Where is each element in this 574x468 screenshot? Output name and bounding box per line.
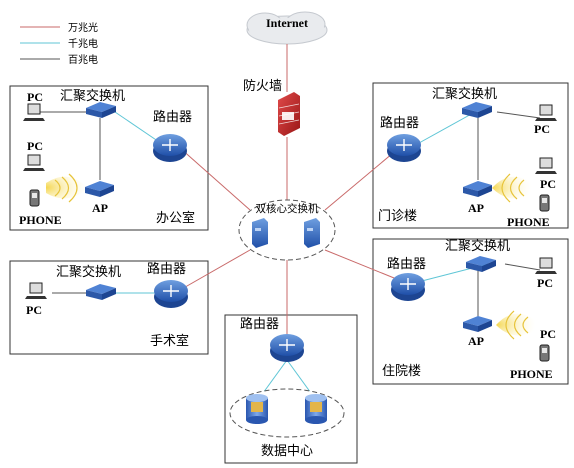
clinic-phone-label: PHONE bbox=[507, 215, 550, 229]
office-router-label: 路由器 bbox=[153, 109, 192, 125]
core-switch-left-icon bbox=[252, 218, 268, 248]
clinic-box bbox=[372, 82, 569, 229]
inpatient-ap-label: AP bbox=[468, 334, 484, 348]
office-ap-icon bbox=[85, 181, 114, 197]
office-phone-label: PHONE bbox=[19, 213, 62, 227]
office-box bbox=[9, 85, 209, 231]
datacenter-router-icon bbox=[270, 334, 304, 362]
datacenter-router-label: 路由器 bbox=[240, 316, 279, 332]
clinic-pc2-label: PC bbox=[540, 177, 556, 191]
legend: 万兆光 千兆电 百兆电 bbox=[20, 21, 98, 66]
inpatient-ap-icon bbox=[463, 316, 492, 332]
clinic-switch-label: 汇聚交换机 bbox=[432, 86, 497, 102]
surgery-switch-icon bbox=[86, 284, 116, 300]
surgery-router-icon bbox=[154, 280, 188, 308]
clinic-switch-icon bbox=[462, 102, 492, 118]
inpatient-pc1-label: PC bbox=[537, 276, 553, 290]
legend-label-fiber: 万兆光 bbox=[68, 21, 98, 34]
clinic-router-icon bbox=[387, 134, 421, 162]
surgery-pc1-label: PC bbox=[26, 303, 42, 317]
storage-right-icon bbox=[305, 394, 327, 424]
office-pc1-label: PC bbox=[27, 90, 43, 104]
inpatient-router-icon bbox=[391, 273, 425, 301]
inpatient-wifi-signal bbox=[496, 310, 536, 340]
office-wifi-signal bbox=[46, 173, 88, 203]
clinic-title: 门诊楼 bbox=[378, 209, 417, 224]
internet-label: Internet bbox=[266, 16, 308, 30]
office-phone-icon bbox=[29, 189, 40, 207]
legend-label-gigabit: 千兆电 bbox=[68, 37, 98, 50]
storage-left-icon bbox=[246, 394, 268, 424]
firewall-label: 防火墙 bbox=[243, 78, 282, 94]
surgery-box bbox=[9, 260, 209, 355]
firewall-icon bbox=[278, 92, 300, 136]
clinic-ap-icon bbox=[463, 181, 492, 197]
clinic-phone-icon bbox=[539, 194, 550, 212]
core-switch-label: 双核心交换机 bbox=[256, 202, 319, 215]
surgery-pc1-icon bbox=[25, 282, 47, 299]
office-ap-label: AP bbox=[92, 201, 108, 215]
inpatient-router-label: 路由器 bbox=[387, 256, 426, 272]
legend-label-fast: 百兆电 bbox=[68, 53, 98, 66]
clinic-pc1-label: PC bbox=[534, 122, 550, 136]
internet-cloud bbox=[246, 11, 328, 45]
datacenter-title: 数据中心 bbox=[261, 444, 313, 459]
inpatient-phone-label: PHONE bbox=[510, 367, 553, 381]
fiber-links bbox=[179, 137, 400, 340]
clinic-pc1-icon bbox=[535, 104, 557, 121]
surgery-title: 手术室 bbox=[150, 333, 189, 349]
surgery-switch-label: 汇聚交换机 bbox=[56, 264, 121, 280]
fast-links bbox=[38, 111, 541, 322]
clinic-ap-label: AP bbox=[468, 201, 484, 215]
office-router-icon bbox=[153, 134, 187, 162]
inpatient-phone-icon bbox=[539, 344, 550, 362]
clinic-pc2-icon bbox=[535, 157, 557, 174]
office-switch-icon bbox=[86, 102, 116, 118]
inpatient-switch-icon bbox=[466, 256, 496, 272]
inpatient-pc2-label: PC bbox=[540, 327, 556, 341]
office-pc2-icon bbox=[23, 154, 45, 171]
core-switch-right-icon bbox=[304, 218, 320, 248]
inpatient-pc1-icon bbox=[535, 257, 557, 274]
inpatient-title: 住院楼 bbox=[382, 364, 421, 379]
office-switch-label: 汇聚交换机 bbox=[60, 88, 125, 104]
surgery-router-label: 路由器 bbox=[147, 261, 186, 277]
datacenter-box bbox=[224, 314, 358, 464]
inpatient-switch-label: 汇聚交换机 bbox=[445, 238, 510, 254]
clinic-wifi-signal bbox=[492, 173, 532, 203]
office-pc1-icon bbox=[23, 103, 45, 121]
clinic-router-label: 路由器 bbox=[380, 115, 419, 131]
office-pc2-label: PC bbox=[27, 139, 43, 153]
office-title: 办公室 bbox=[156, 210, 195, 226]
inpatient-box bbox=[372, 238, 569, 385]
